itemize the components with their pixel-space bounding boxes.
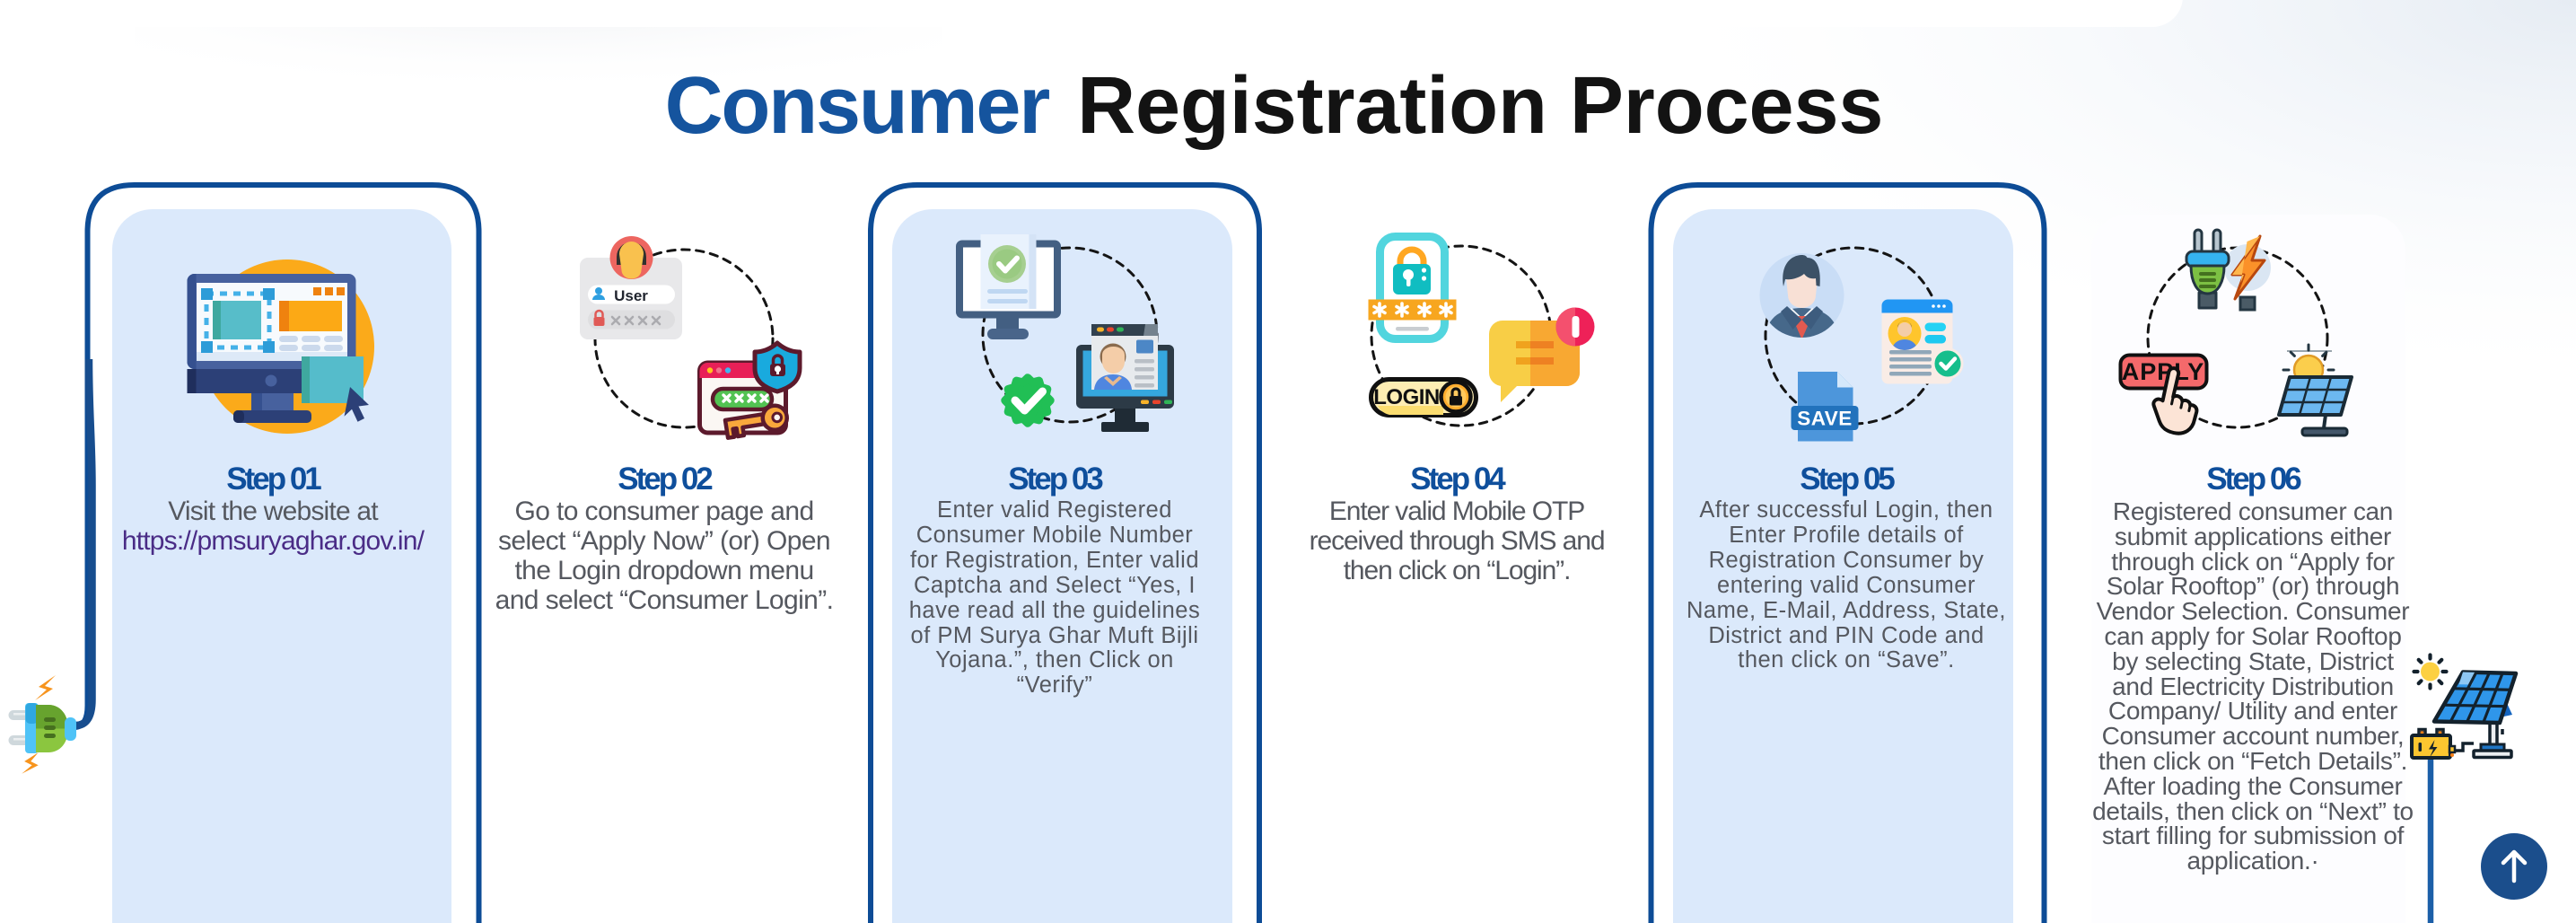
svg-text:SAVE: SAVE <box>1797 408 1853 430</box>
svg-text:User: User <box>614 287 648 304</box>
svg-text:LOGIN: LOGIN <box>1373 385 1440 409</box>
svg-text:APPLY: APPLY <box>2122 358 2205 385</box>
